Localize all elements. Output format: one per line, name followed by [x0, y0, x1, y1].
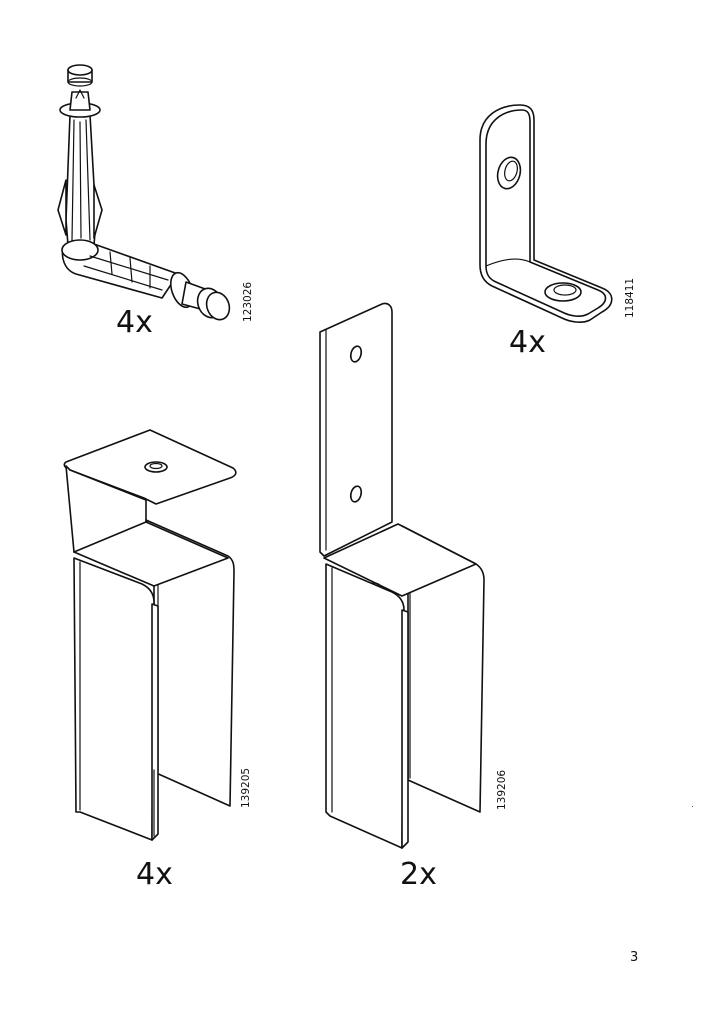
- u-bracket-long-quantity: 2x: [400, 857, 437, 892]
- u-bracket-single-quantity: 4x: [136, 857, 173, 892]
- cam-dowel-article-number: 123026: [242, 281, 254, 322]
- u-bracket-long-article-number: 139206: [496, 769, 508, 810]
- page-number: 3: [630, 950, 639, 965]
- u-bracket-long-illustration: [312, 302, 492, 862]
- u-bracket-single-illustration: [58, 426, 248, 856]
- stray-dot: [692, 806, 693, 807]
- u-bracket-single-article-number: 139205: [240, 767, 252, 808]
- angle-bracket-illustration: [470, 100, 620, 330]
- angle-bracket-quantity: 4x: [509, 325, 546, 360]
- angle-bracket-article-number: 118411: [624, 277, 636, 318]
- cam-dowel-illustration: [50, 60, 240, 330]
- cam-dowel-quantity: 4x: [116, 305, 153, 340]
